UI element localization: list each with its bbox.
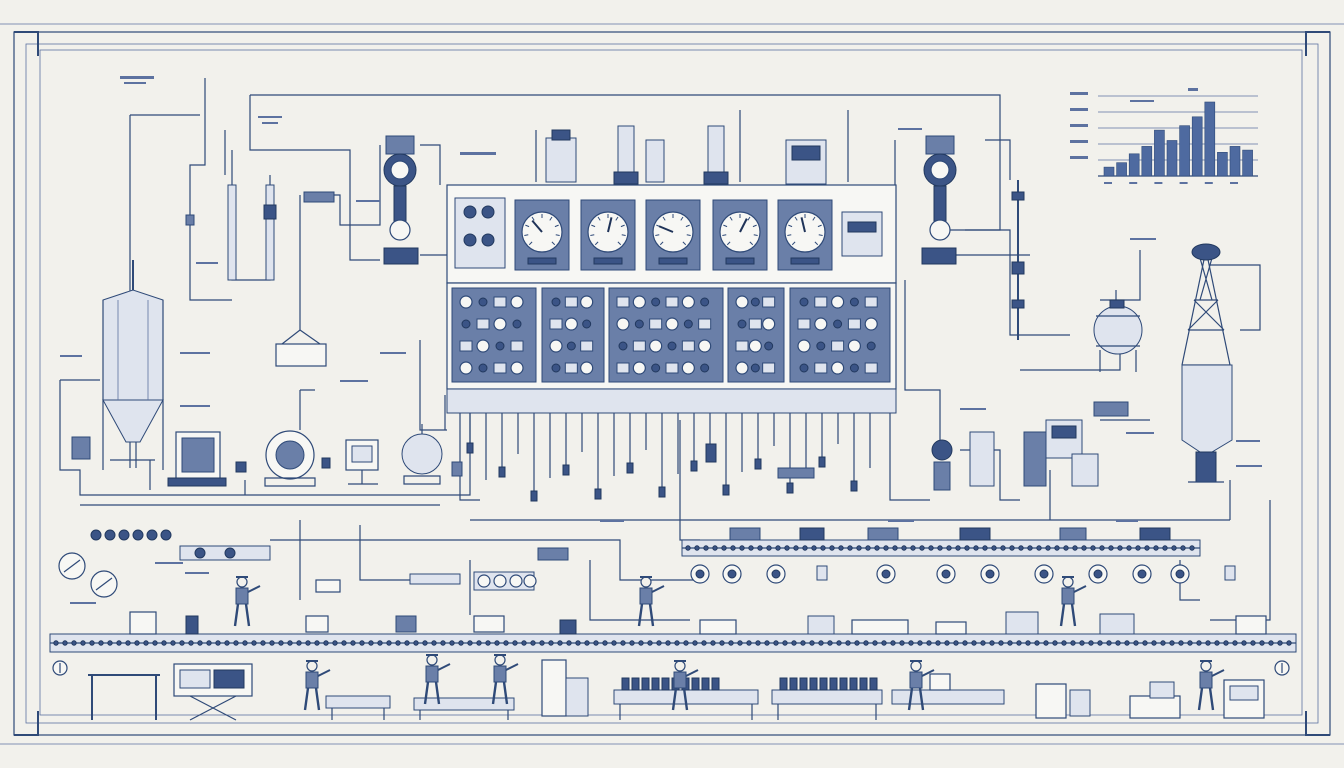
chart-bar: [1166, 140, 1178, 177]
panel-gauge: [712, 199, 768, 271]
bottle: [779, 677, 788, 691]
left-valve-column: [185, 184, 335, 281]
chart-bar: [1116, 162, 1127, 177]
worker: [907, 660, 935, 711]
conveyor-wheel: [980, 564, 1000, 584]
storage-silo: [102, 260, 164, 470]
bottle: [859, 677, 868, 691]
worker: [233, 576, 261, 627]
bottle: [631, 677, 640, 691]
worker: [1059, 576, 1087, 627]
chart-bar: [1217, 152, 1228, 177]
panel-gauge: [514, 199, 570, 271]
upper-conveyor: [681, 527, 1236, 584]
drawing-frame: [0, 23, 1344, 745]
bottle: [661, 677, 670, 691]
right-valve-column: [1011, 180, 1025, 340]
chart-bar: [1154, 129, 1165, 177]
chart-bar: [1179, 125, 1190, 177]
conveyor-wheel: [766, 564, 786, 584]
bottle: [869, 677, 878, 691]
worker: [303, 660, 331, 711]
panel-knob: [481, 233, 495, 247]
conveyor-wheel: [722, 564, 742, 584]
panel-knob: [463, 233, 477, 247]
worker: [423, 654, 451, 705]
control-node: [132, 529, 144, 541]
workers: [233, 576, 1225, 711]
conveyor-wheel: [936, 564, 956, 584]
control-node: [160, 529, 172, 541]
conveyor-wheel: [690, 564, 710, 584]
chart-bar: [1204, 101, 1216, 177]
panel-gauge: [580, 199, 636, 271]
chart-bar: [1141, 146, 1153, 177]
worker: [637, 576, 665, 627]
conveyor-wheel: [1170, 564, 1190, 584]
bottle: [641, 677, 650, 691]
derrick-tower: [1181, 243, 1233, 483]
bottle: [701, 677, 710, 691]
panel-knob: [481, 205, 495, 219]
chart-tick: [1129, 182, 1138, 184]
conveyor-wheel: [1034, 564, 1054, 584]
conveyor-wheel: [876, 564, 896, 584]
panel-gauge: [645, 199, 701, 271]
conveyor-wheel: [1132, 564, 1152, 584]
worker: [491, 654, 519, 705]
chart-bar: [1191, 116, 1203, 177]
chart-tick: [1154, 182, 1163, 184]
chart-tick: [1104, 182, 1112, 184]
chart-tick: [1179, 182, 1188, 184]
bottle: [809, 677, 818, 691]
main-control-panel: [446, 184, 897, 502]
chart-bar: [1103, 166, 1115, 177]
bottle: [839, 677, 848, 691]
control-section: [608, 287, 724, 383]
left-control-nodes: [58, 529, 569, 598]
control-section: [451, 287, 537, 383]
instrument-towers: [383, 110, 957, 265]
chart-tick: [1230, 182, 1238, 184]
control-node: [90, 529, 102, 541]
bottle: [799, 677, 808, 691]
chart-tick: [1204, 182, 1213, 184]
control-section: [541, 287, 605, 383]
control-section: [789, 287, 891, 383]
panel-gauge: [777, 199, 833, 271]
chart-bar: [1128, 153, 1140, 177]
floor-conveyor: [49, 611, 1297, 653]
conveyor-wheel: [816, 565, 828, 581]
left-machinery: [71, 329, 463, 487]
conveyor-wheel: [1088, 564, 1108, 584]
chart-bar: [1229, 146, 1241, 177]
conveyor-wheel: [1224, 565, 1236, 581]
right-equipment: [705, 401, 1129, 491]
bottle: [829, 677, 838, 691]
control-node: [118, 529, 130, 541]
control-node: [146, 529, 158, 541]
bottle: [789, 677, 798, 691]
panel-knob: [463, 205, 477, 219]
bottle: [711, 677, 720, 691]
control-node: [104, 529, 116, 541]
reactor-vessel: [1093, 290, 1143, 372]
bottle: [691, 677, 700, 691]
chart-bar: [1242, 149, 1253, 177]
worker: [1197, 660, 1225, 711]
bottle: [849, 677, 858, 691]
control-section: [727, 287, 785, 383]
bottle: [621, 677, 630, 691]
corner-markers: [52, 660, 1290, 676]
worker: [671, 660, 699, 711]
bar-chart: [1070, 88, 1258, 184]
bottle: [819, 677, 828, 691]
bottle: [651, 677, 660, 691]
annotation-marks: [60, 76, 1262, 604]
